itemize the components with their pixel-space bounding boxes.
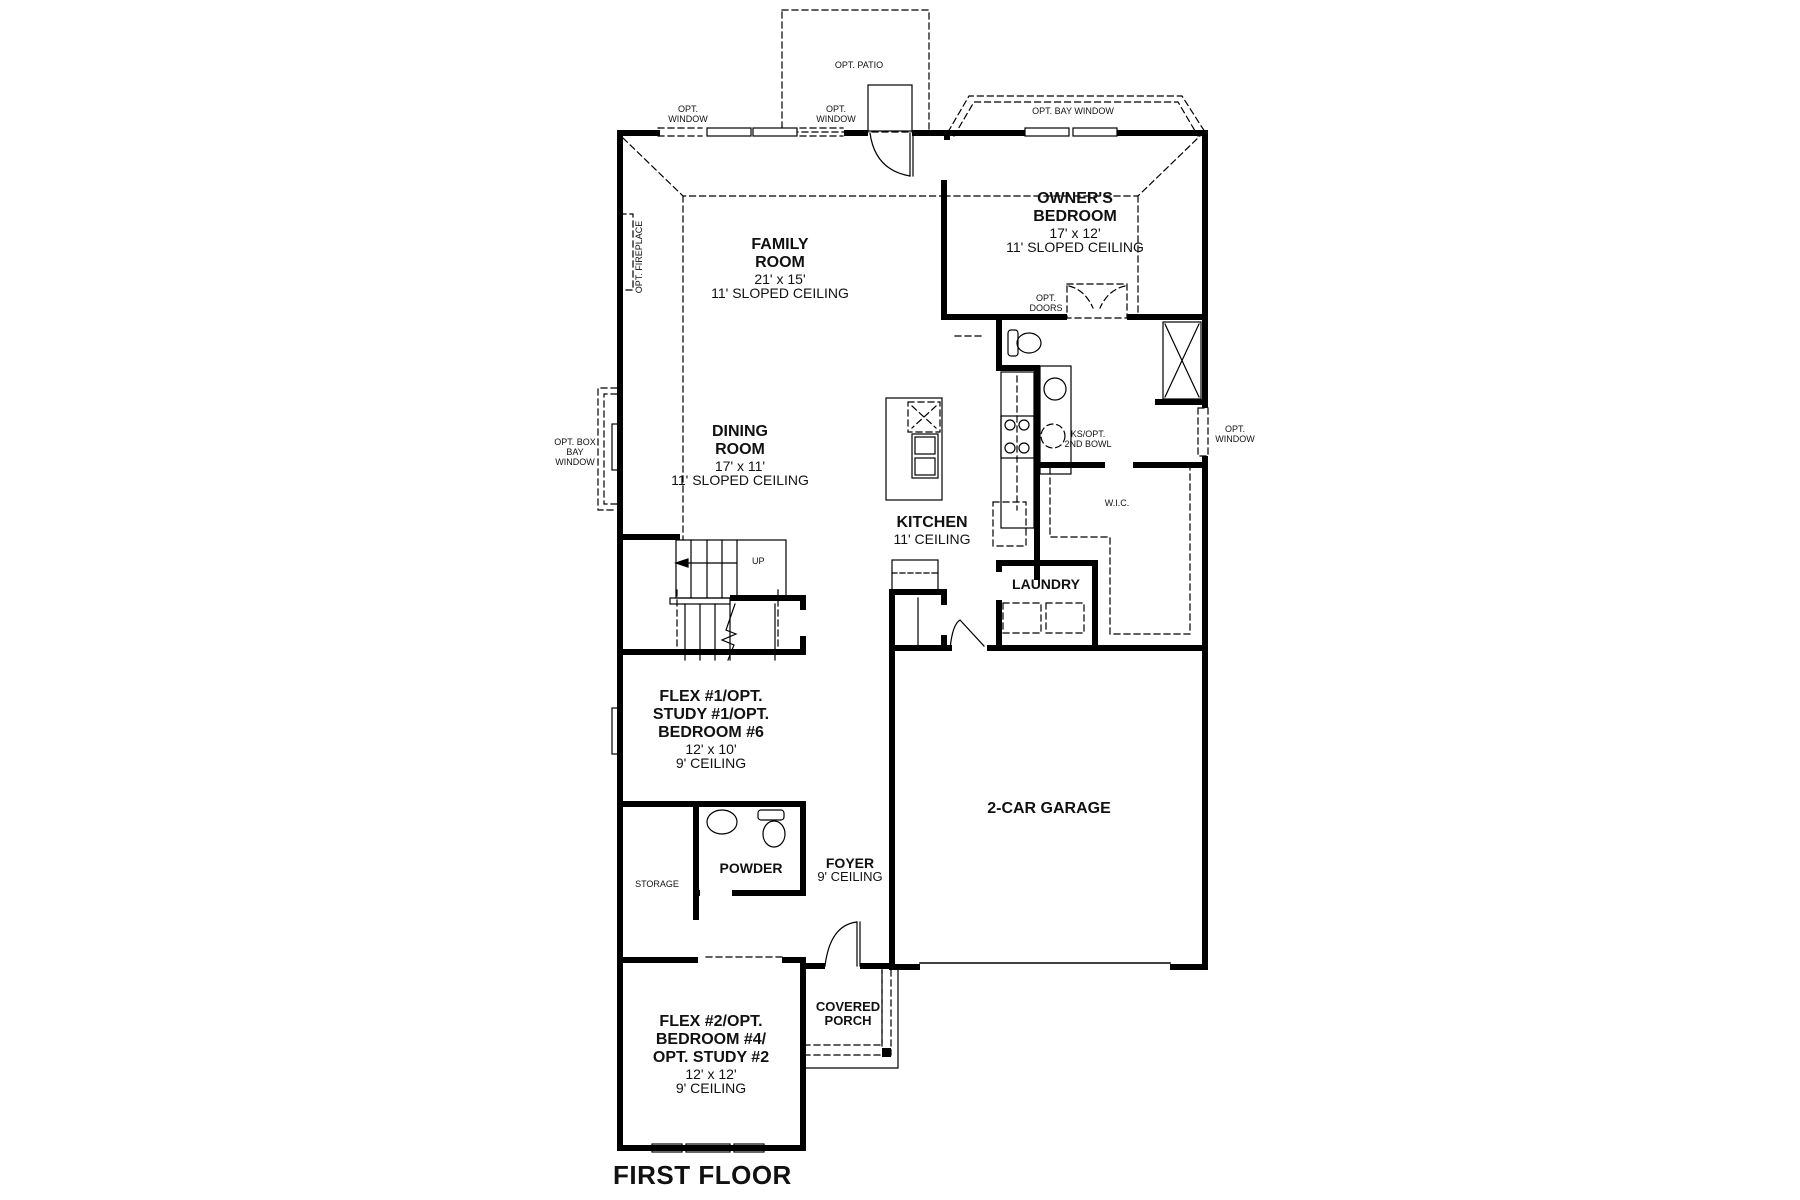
opt-window-right-label: OPT.WINDOW	[1215, 424, 1255, 444]
laundry-label: LAUNDRY	[1012, 576, 1080, 592]
covered-porch-label: COVERED PORCH	[815, 999, 881, 1028]
optional-elements	[597, 9, 1209, 1056]
owners-sloped-ceiling	[943, 135, 1201, 197]
powder-label: POWDER	[719, 860, 783, 876]
opt-window-left-label: OPT.WINDOW	[668, 104, 708, 124]
opt-box-bay-outline	[597, 387, 618, 511]
wic-label: W.I.C.	[1104, 498, 1130, 508]
flex2-label: FLEX #2/OPT. BEDROOM #4/ OPT. STUDY #2 1…	[652, 1013, 770, 1096]
kitchen-island	[885, 397, 943, 501]
dining-room-label: DINING ROOM 17' x 11' 11' SLOPED CEILING	[671, 423, 809, 488]
garage-label: 2-CAR GARAGE	[987, 800, 1111, 817]
flex1-label: FLEX #1/OPT. STUDY #1/OPT. BEDROOM #6 12…	[652, 688, 770, 771]
opt-window-mid-label: OPT.WINDOW	[816, 104, 856, 124]
ks-opt-2nd-bowl-label: KS/OPT.2ND BOWL	[1064, 429, 1112, 449]
storage-label: STORAGE	[635, 879, 679, 889]
stairs-up-label: UP	[752, 556, 765, 566]
floor-title: FIRST FLOOR	[613, 1160, 792, 1190]
family-sloped-ceiling	[622, 137, 945, 197]
family-room-label: FAMILY ROOM 21' x 15' 11' SLOPED CEILING	[711, 236, 849, 301]
staircase	[675, 539, 787, 599]
opt-bay-window-outline	[947, 95, 1206, 133]
owners-bedroom-label: OWNER'S BEDROOM 17' x 12' 11' SLOPED CEI…	[1006, 190, 1144, 255]
foyer-label: FOYER 9' CEILING	[817, 855, 883, 884]
opt-doors-label: OPT.DOORS	[1029, 293, 1063, 313]
opt-fireplace-label: OPT. FIREPLACE	[634, 220, 644, 294]
walls	[617, 130, 1208, 1151]
opt-patio-label: OPT. PATIO	[834, 60, 884, 70]
opt-bay-window-label: OPT. BAY WINDOW	[1032, 106, 1114, 116]
kitchen-label: KITCHEN 11' CEILING	[893, 514, 971, 547]
